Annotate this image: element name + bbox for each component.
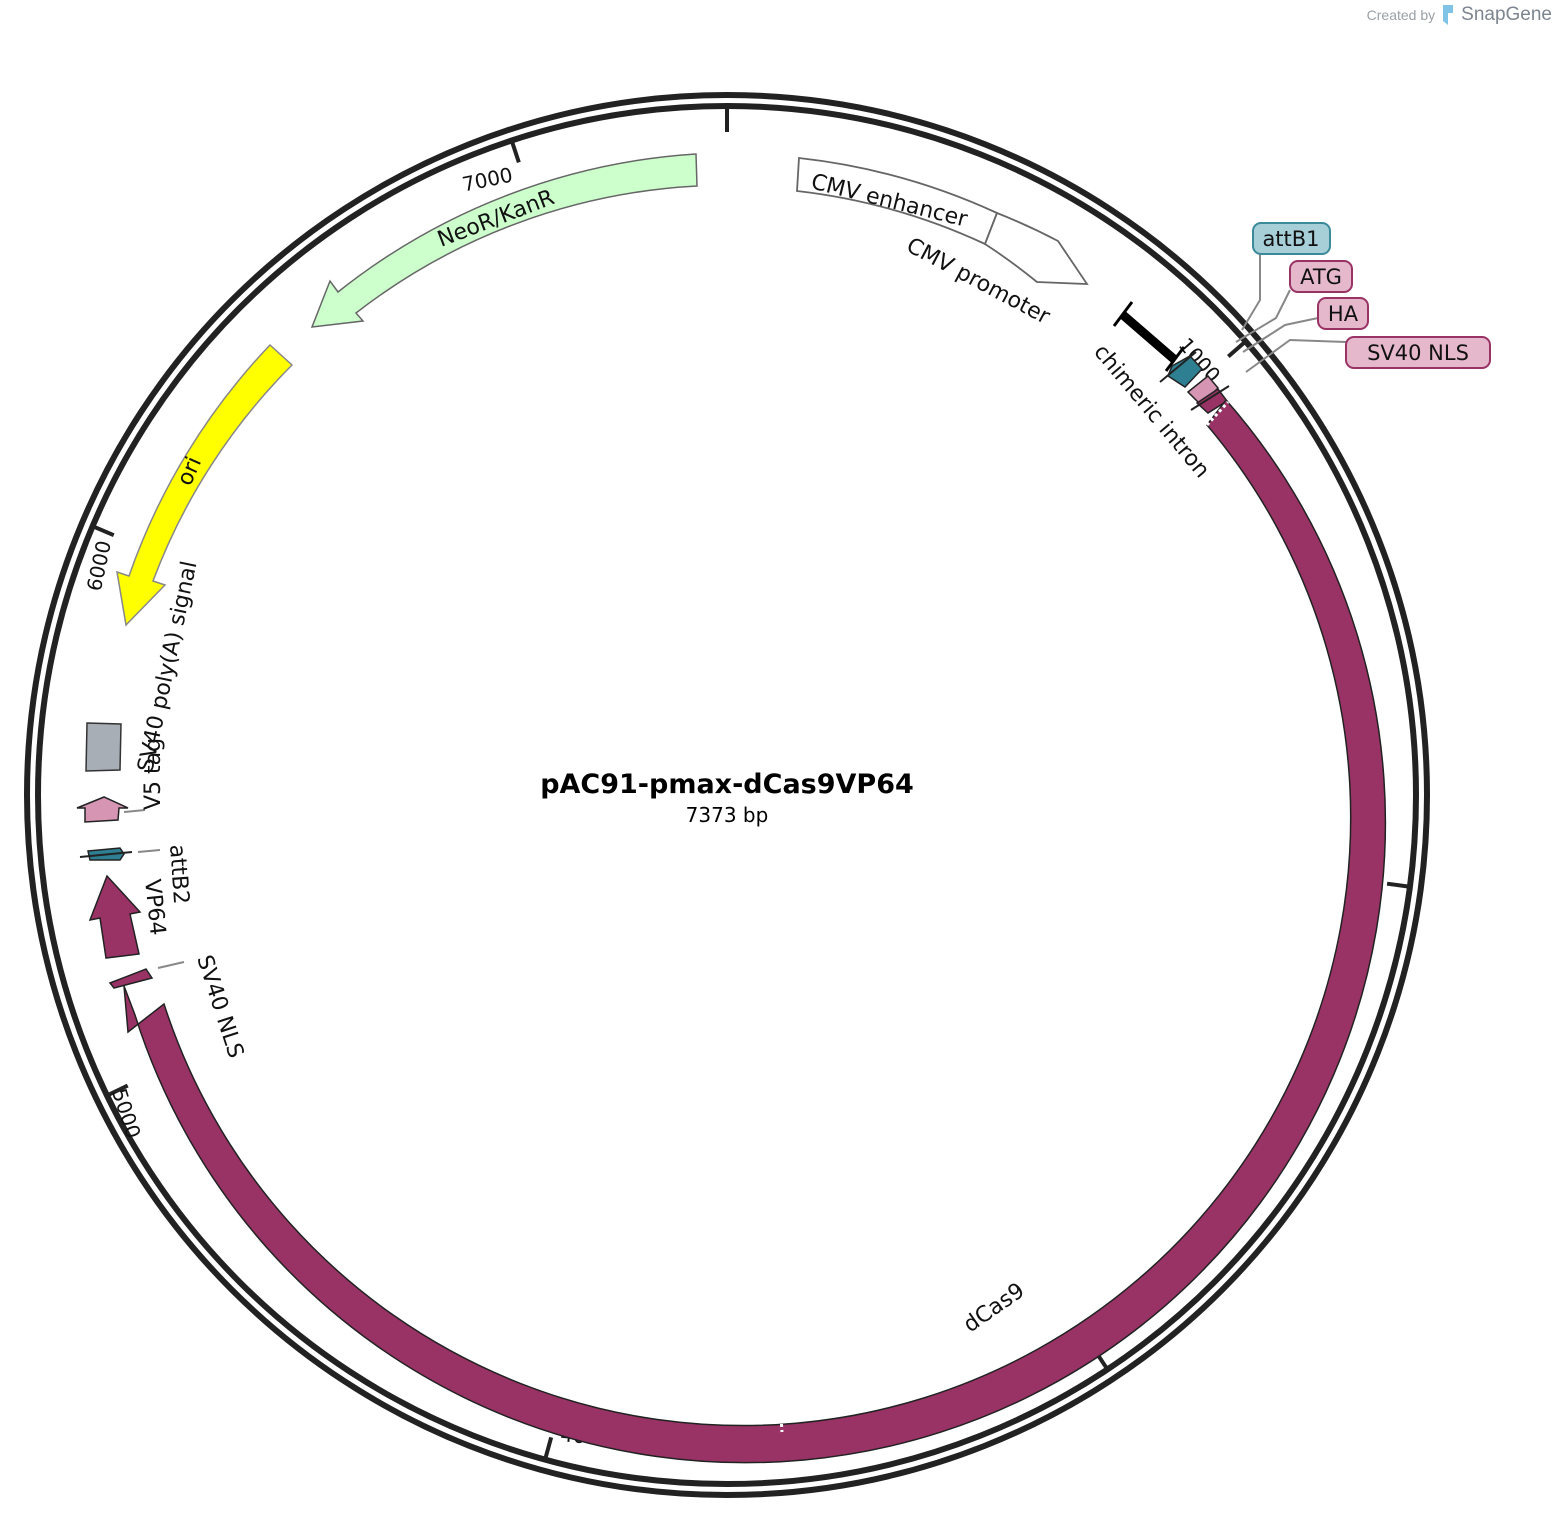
backbone-inner (35, 103, 1419, 1487)
feature-attb1[interactable] (1159, 351, 1204, 388)
feature-cmv-enhancer[interactable]: CMV enhancer (796, 157, 999, 246)
sv40-nls-2-label: SV40 NLS (191, 952, 248, 1061)
feature-ha[interactable] (1186, 374, 1220, 407)
snapgene-credit: Created by SnapGene (1367, 4, 1552, 26)
feature-cmv-promoter[interactable]: CMV promoter (902, 211, 1089, 330)
v5-tag-label: V5 tag (141, 738, 166, 810)
tag-atg-label: ATG (1300, 265, 1342, 289)
vp64-label: VP64 (139, 878, 170, 937)
tick-4000 (543, 1436, 554, 1461)
feature-v5-tag[interactable]: V5 tag (76, 738, 166, 823)
dcas9-segment-divider-1 (1205, 400, 1230, 427)
tag-leaders (1235, 252, 1347, 373)
tick-7000 (509, 139, 521, 163)
feature-attb2[interactable]: attB2 (79, 844, 193, 905)
tick-2000 (1386, 881, 1411, 889)
snapgene-logo-icon (1443, 5, 1454, 25)
tick-5000 (106, 1083, 129, 1098)
plasmid-name: pAC91-pmax-dCas9VP64 (540, 769, 914, 800)
attb2-label: attB2 (164, 844, 193, 905)
tag-attb1[interactable]: attB1 (1252, 222, 1331, 255)
tag-attb1-label: attB1 (1262, 227, 1319, 251)
plasmid-length: 7373 bp (686, 803, 769, 827)
feature-ori[interactable]: ori (116, 343, 294, 627)
feature-vp64[interactable]: VP64 (88, 874, 170, 959)
tick-label-7000: 7000 (460, 162, 515, 196)
tag-atg[interactable]: ATG (1289, 260, 1353, 293)
tick-1000 (1226, 339, 1247, 359)
dcas9-segment-divider-2 (778, 1399, 784, 1433)
dcas9-label: dCas9 (959, 1278, 1029, 1338)
backbone-outer (24, 92, 1430, 1498)
tag-ha-label: HA (1328, 302, 1359, 326)
tag-ha[interactable]: HA (1317, 297, 1369, 330)
tick-6000 (91, 524, 115, 538)
tag-sv40-nls-label: SV40 NLS (1367, 341, 1469, 365)
credit-prefix: Created by (1366, 7, 1436, 23)
tag-sv40-nls[interactable]: SV40 NLS (1345, 336, 1491, 369)
credit-brand: SnapGene (1461, 4, 1552, 25)
